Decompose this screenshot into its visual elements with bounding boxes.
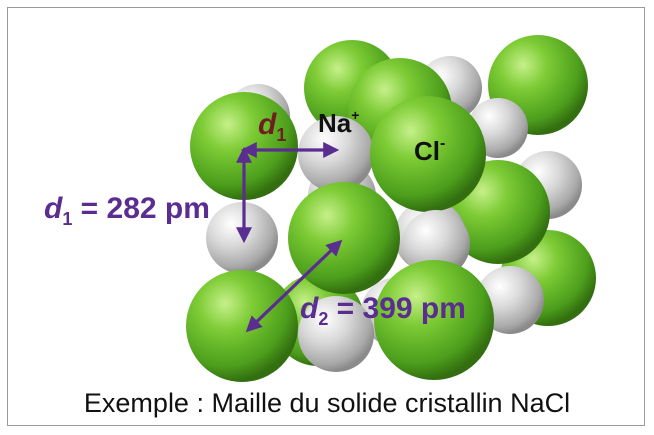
sodium-ion [402, 210, 470, 278]
d1-top-label: d1 [258, 108, 286, 145]
chloride-ion [186, 270, 298, 382]
distance-arrows [236, 142, 343, 333]
d2-diagonal-arrow [245, 239, 343, 333]
d2-distance-label: d2 = 399 pm [300, 292, 466, 329]
na-ion-label: Na+ [318, 107, 359, 138]
front-layer-ions [186, 92, 494, 382]
sodium-ion [206, 202, 278, 274]
cl-ion-label: Cl- [414, 135, 445, 166]
chloride-ion [374, 260, 494, 380]
d1-distance-label: d1 = 282 pm [44, 192, 210, 229]
figure-caption: Exemple : Maille du solide cristallin Na… [83, 388, 571, 418]
chloride-ion-labeled [370, 96, 486, 212]
